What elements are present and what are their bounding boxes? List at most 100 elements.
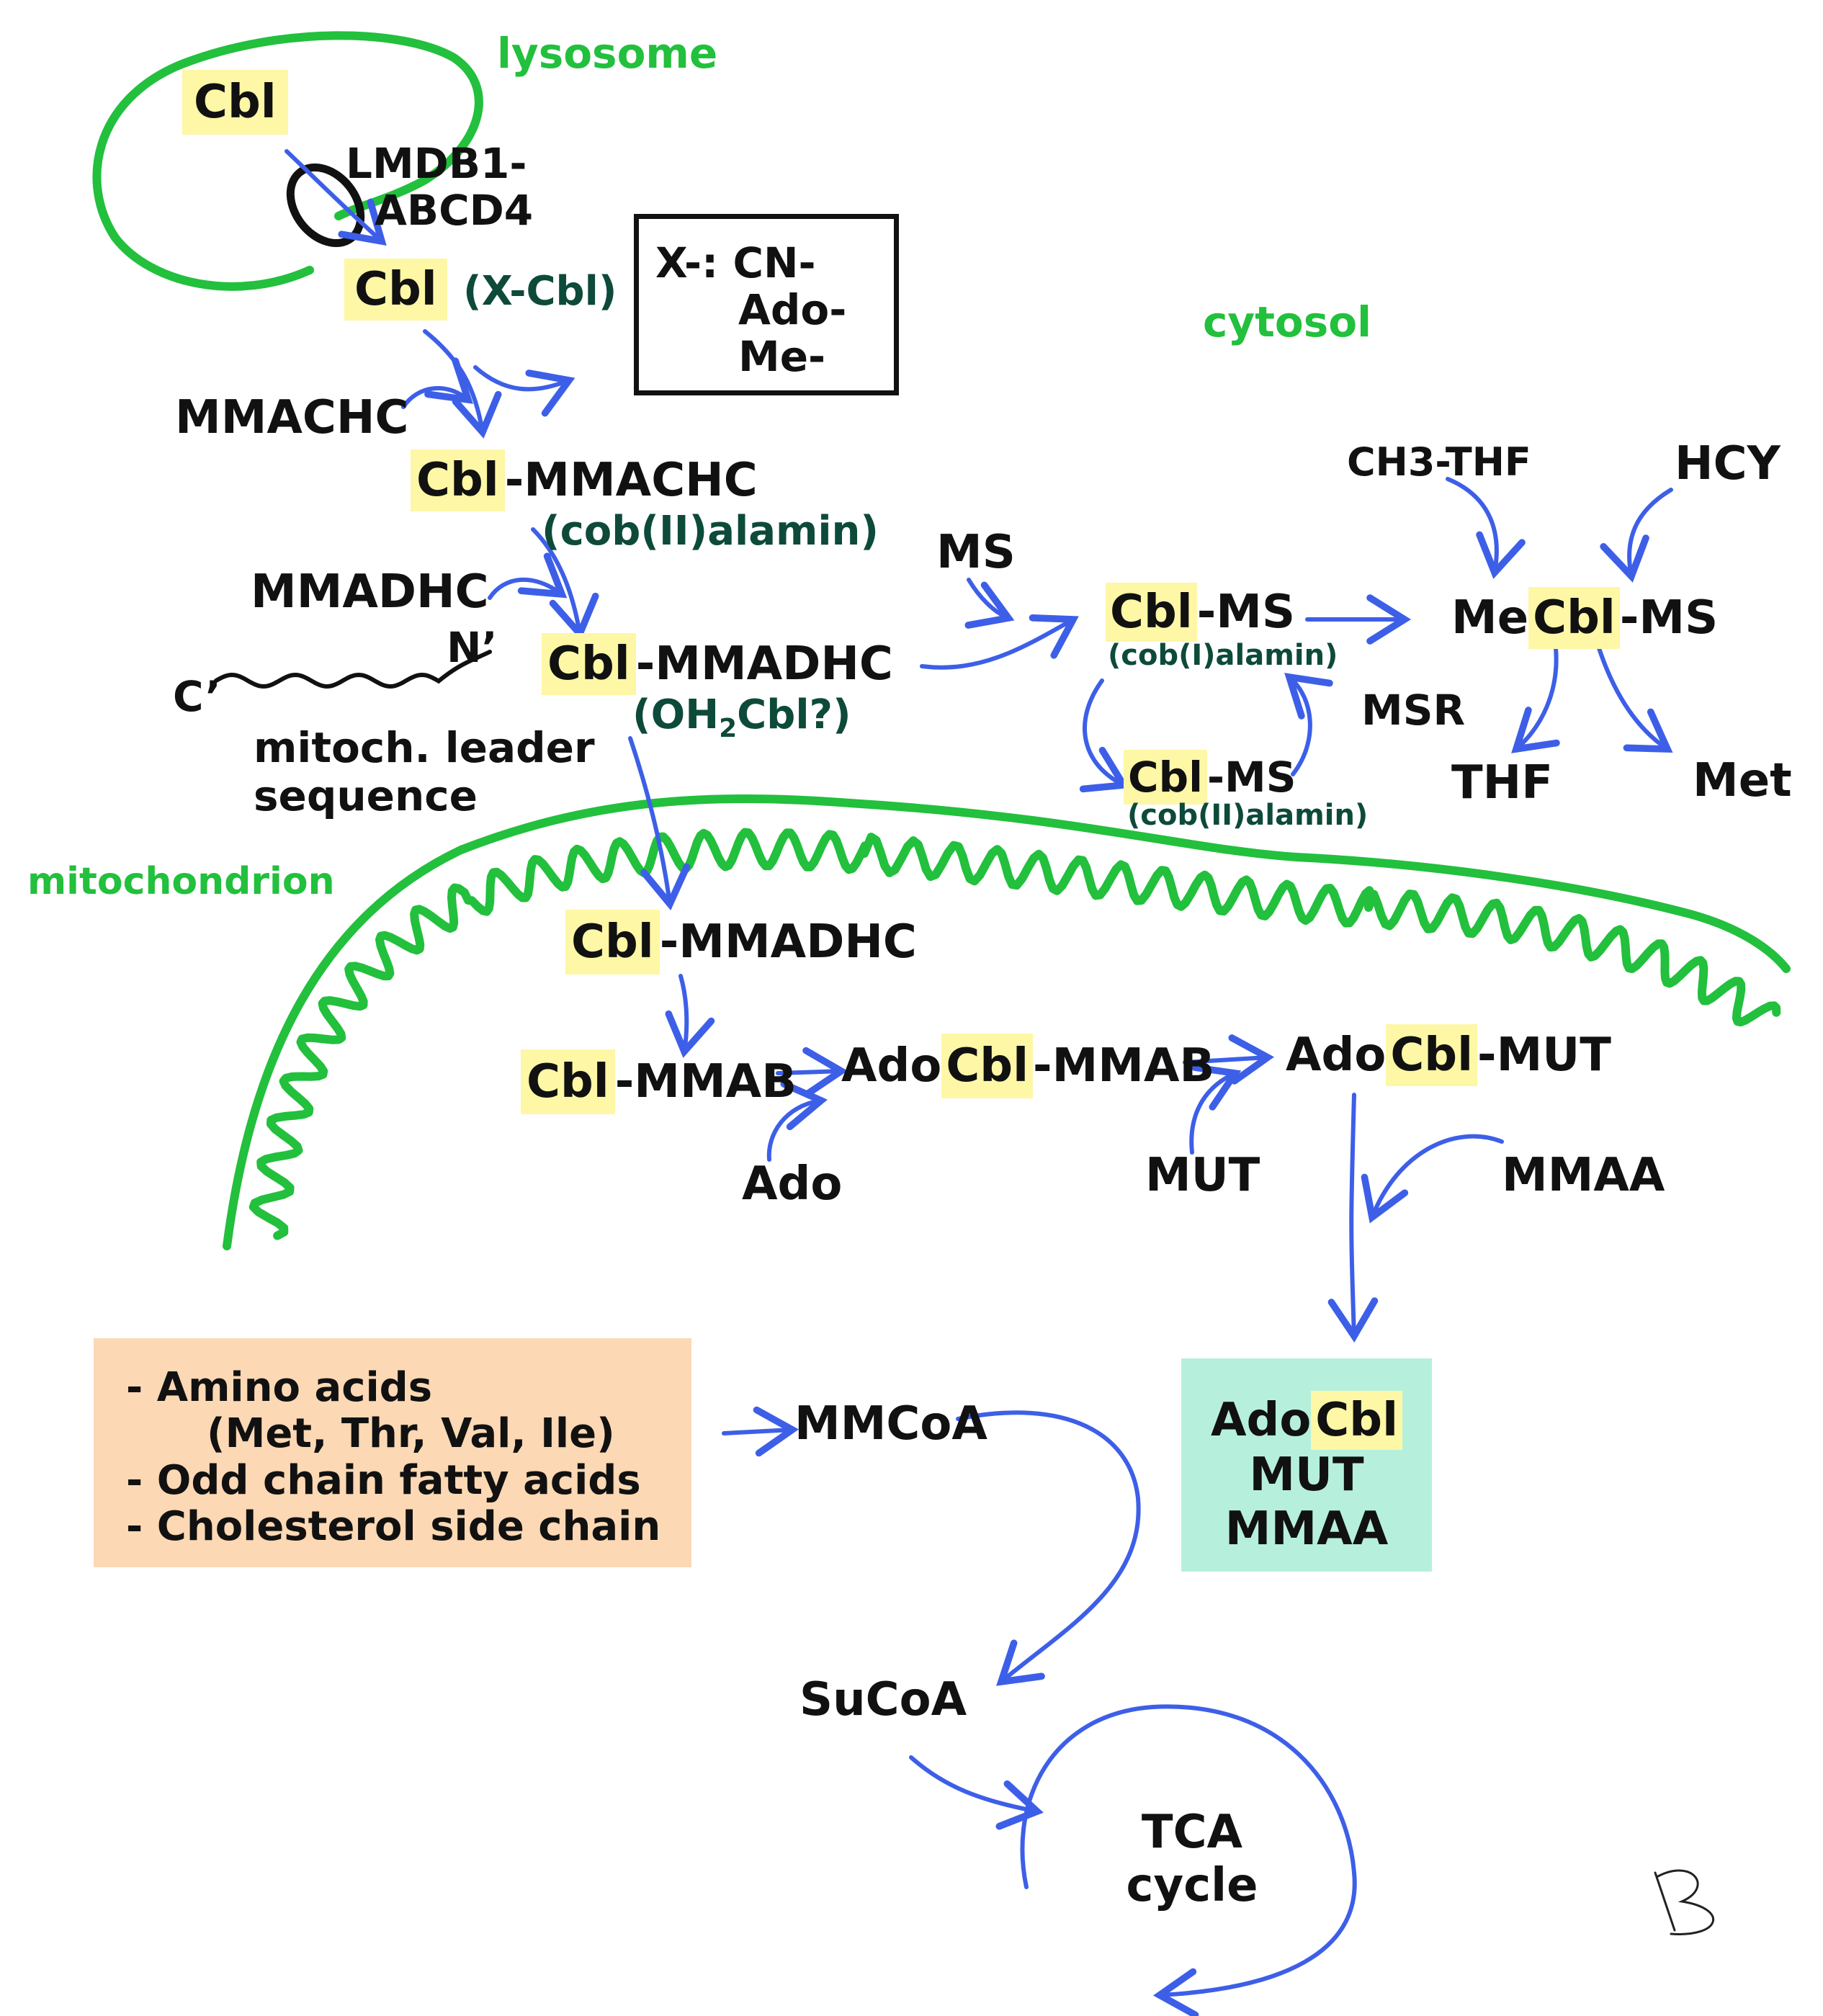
arrow-cbl-to-mmachc (423, 329, 502, 439)
cbl-ms-cob-ii: Cbl-MS (1124, 750, 1296, 805)
x-ligand-box (634, 214, 899, 395)
source-cholesterol: - Cholesterol side chain (126, 1503, 661, 1551)
transporter-line2: ABCD4 (375, 185, 534, 235)
arrow-to-thf (1511, 646, 1560, 753)
arrow-to-mut (1183, 1034, 1275, 1085)
cbl-highlight: Cbl (1311, 1391, 1403, 1450)
adocbl-mut: AdoCbl-MUT (1286, 1024, 1611, 1086)
x-cbl-note: (X-Cbl) (463, 268, 617, 315)
cbl-mmab: Cbl-MMAB (521, 1049, 797, 1114)
cbl-highlight: Cbl (1528, 587, 1620, 649)
complex-ado: Ado (1210, 1394, 1312, 1447)
cbl-mmab-rest: -MMAB (614, 1055, 797, 1108)
mito-outer-membrane (223, 794, 1791, 1250)
cbl-ms-cob-i: Cbl-MS (1106, 583, 1295, 642)
adocbl-mut-rest: -MUT (1477, 1029, 1611, 1082)
x-line3: Me- (738, 331, 826, 381)
leader-sequence-label: mitoch. leader sequence (254, 724, 595, 820)
tca-cycle-loop (1020, 1704, 1357, 2016)
mecbl-pre: Me (1451, 591, 1529, 645)
cbl-highlight: Cbl (1124, 750, 1207, 805)
arrow-ch3thf (1446, 477, 1526, 579)
cbl-ms-rest: -MS (1206, 753, 1296, 802)
mmcoa-label: MMCoA (794, 1397, 987, 1451)
adocbl-pre: Ado (1286, 1029, 1387, 1082)
adocbl-mmab-rest: -MMAB (1033, 1039, 1215, 1093)
sources-text: - Amino acids (Met, Thr, Val, Ile) - Odd… (126, 1364, 661, 1551)
arrow-sucoa-to-tca (909, 1755, 1044, 1830)
arrow-hcy (1600, 488, 1673, 583)
cbl-highlight: Cbl (542, 633, 636, 695)
source-amino-acid-list: (Met, Thr, Val, Ile) (207, 1410, 615, 1458)
arrow-ms-binding (964, 578, 1015, 629)
exported-cbl: Cbl (X-Cbl) (344, 259, 617, 321)
n-terminus-label: N’ (447, 623, 498, 672)
cbl-highlight: Cbl (1106, 583, 1197, 642)
cbl-highlight: Cbl (182, 70, 288, 135)
arrow-mmadhc-binding (488, 552, 568, 600)
sources-box (94, 1338, 691, 1567)
cbl-highlight: Cbl (1386, 1024, 1478, 1086)
lysosome-label: lysosome (497, 29, 718, 78)
x-line1: X-: CN- (655, 238, 816, 287)
arrow-mmachc-binding (401, 357, 473, 409)
arrow-into-mito (628, 736, 691, 910)
arrow-mmadhc-to-mmab (665, 974, 715, 1058)
oh2cbl-note: (OH2Cbl?) (632, 695, 851, 742)
ms-label: MS (936, 526, 1016, 579)
mmachc-label: MMACHC (175, 391, 409, 444)
ado-label: Ado (742, 1157, 843, 1211)
arrow-mmcoa-to-sucoa (956, 1410, 1141, 1686)
mmadhc-label: MMADHC (251, 565, 489, 619)
adocbl-pre: Ado (841, 1039, 942, 1093)
cytosol-label: cytosol (1203, 297, 1372, 346)
ch3thf-label: CH3-THF (1347, 439, 1531, 485)
mito-inner-membrane (248, 828, 1781, 1240)
adocbl-mmab: AdoCbl-MMAB (841, 1034, 1214, 1098)
x-ligand-text: X-: CN- Ado- Me- (655, 240, 846, 380)
cbl-mmadhc-rest: -MMADHC (635, 637, 893, 691)
sucoa-label: SuCoA (799, 1673, 967, 1726)
met-label: Met (1693, 754, 1792, 807)
source-amino-acids: - Amino acids (126, 1364, 433, 1411)
leader-line2: sequence (254, 771, 478, 820)
arrow-lysosome-export (285, 149, 387, 246)
transporter-line1: LMDB1- (346, 139, 527, 188)
arrow-adocbl-to-complex (1327, 1093, 1379, 1343)
source-odd-chain: - Odd chain fatty acids (126, 1456, 641, 1504)
complex-label: AdoCbl MUT MMAA (1181, 1391, 1432, 1557)
transporter-label: LMDB1- ABCD4 (346, 140, 533, 234)
cbl-highlight: Cbl (521, 1049, 615, 1114)
thf-label: THF (1451, 756, 1553, 810)
arrow-mmab-adenosylation (776, 1047, 848, 1098)
msr-label: MSR (1361, 686, 1466, 735)
arrow-ms-oxidation (1079, 678, 1130, 793)
mitochondrion-label: mitochondrion (27, 860, 335, 903)
mito-cbl-mmadhc: Cbl-MMADHC (565, 910, 917, 975)
arrow-sources-to-mmcoa (722, 1406, 799, 1457)
mecbl-rest: -MS (1619, 591, 1719, 645)
cbl-highlight: Cbl (941, 1034, 1034, 1098)
arrow-to-met (1597, 646, 1673, 753)
mecbl-ms: MeCbl-MS (1451, 587, 1718, 649)
tca-cycle-label: TCA cycle (1095, 1806, 1289, 1912)
mito-mmadhc-rest: -MMADHC (659, 915, 917, 969)
lysosome-cbl: Cbl (182, 70, 288, 135)
complex-mut: MUT (1249, 1448, 1364, 1502)
cbl-highlight: Cbl (344, 259, 447, 321)
mmaa-label: MMAA (1502, 1149, 1665, 1202)
cob-i-note: (cob(I)alamin) (1108, 639, 1338, 672)
arrow-msr-reactivation (1284, 673, 1333, 776)
leader-sequence-line (214, 650, 492, 689)
x-line2: Ado- (738, 285, 847, 334)
arrow-mmaa-binding (1361, 1134, 1504, 1224)
oh2-sub: 2 (719, 714, 738, 744)
complex-mmaa: MMAA (1224, 1502, 1389, 1556)
arrow-mmachc-branch (473, 365, 575, 417)
mut-label: MUT (1145, 1149, 1260, 1202)
arrow-mut-binding (1189, 1064, 1242, 1155)
cbl-mmachc: Cbl-MMACHC (411, 449, 758, 511)
cbl-highlight: Cbl (411, 449, 505, 511)
arrow-ado-binding (766, 1080, 828, 1162)
